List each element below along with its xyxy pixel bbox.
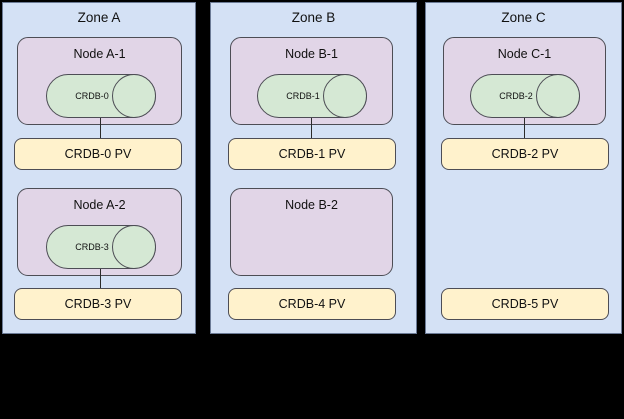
pod-crdb-2[interactable]: CRDB-2 xyxy=(470,74,580,118)
node-a-2-title: Node A-2 xyxy=(73,198,126,212)
node-b-1-title: Node B-1 xyxy=(285,47,338,61)
pv-crdb-0-label: CRDB-0 PV xyxy=(64,146,132,161)
link-crdb-0-to-pv xyxy=(100,118,101,140)
zone-b-title: Zone B xyxy=(291,10,336,25)
zone-c-title: Zone C xyxy=(501,10,546,25)
pv-crdb-2[interactable]: CRDB-2 PV xyxy=(441,138,609,170)
pod-crdb-3[interactable]: CRDB-3 xyxy=(46,225,156,269)
link-crdb-3-to-pv xyxy=(100,269,101,291)
pv-crdb-3-label: CRDB-3 PV xyxy=(64,296,132,311)
pv-crdb-5[interactable]: CRDB-5 PV xyxy=(441,288,609,320)
pv-crdb-1-label: CRDB-1 PV xyxy=(278,146,346,161)
pod-crdb-1[interactable]: CRDB-1 xyxy=(257,74,367,118)
pod-crdb-0[interactable]: CRDB-0 xyxy=(46,74,156,118)
pv-crdb-4-label: CRDB-4 PV xyxy=(278,296,346,311)
pv-crdb-3[interactable]: CRDB-3 PV xyxy=(14,288,182,320)
zone-a-title: Zone A xyxy=(77,10,121,25)
pv-crdb-0[interactable]: CRDB-0 PV xyxy=(14,138,182,170)
node-a-1-title: Node A-1 xyxy=(73,47,126,61)
pv-crdb-2-label: CRDB-2 PV xyxy=(491,146,559,161)
node-b-2[interactable]: Node B-2 xyxy=(230,188,393,276)
pv-crdb-5-label: CRDB-5 PV xyxy=(491,296,559,311)
node-c-1-title: Node C-1 xyxy=(497,47,552,61)
link-crdb-1-to-pv xyxy=(311,118,312,140)
pv-crdb-4[interactable]: CRDB-4 PV xyxy=(228,288,396,320)
link-crdb-2-to-pv xyxy=(524,118,525,140)
pv-crdb-1[interactable]: CRDB-1 PV xyxy=(228,138,396,170)
node-b-2-title: Node B-2 xyxy=(285,198,338,212)
